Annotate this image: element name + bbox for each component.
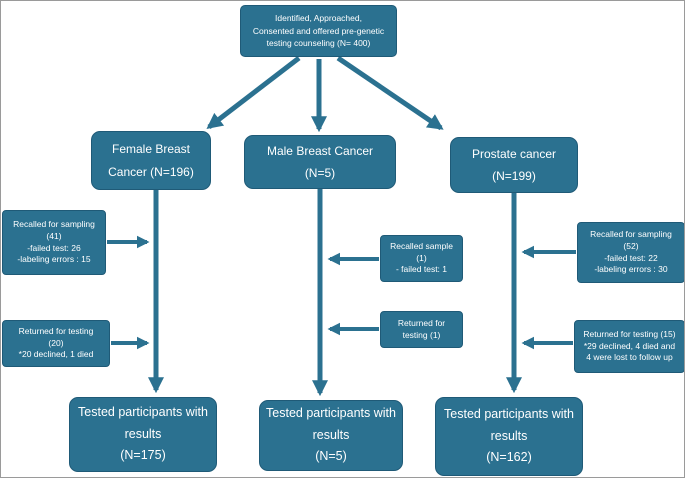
node-female-breast-cancer: Female Breast Cancer (N=196) bbox=[91, 131, 211, 190]
node-female-tested-participants: Tested participants with results (N=175) bbox=[69, 397, 217, 472]
node-male-recalled-sample: Recalled sample (1) - failed test: 1 bbox=[380, 235, 463, 282]
node-male-breast-cancer: Male Breast Cancer (N=5) bbox=[244, 135, 396, 189]
arrow-top-to-prostate bbox=[336, 55, 444, 131]
node-prostate-cancer: Prostate cancer (N=199) bbox=[450, 137, 578, 193]
arrow-top-to-female bbox=[206, 56, 301, 129]
node-male-tested-participants: Tested participants with results (N=5) bbox=[259, 400, 403, 471]
node-female-returned-for-testing: Returned for testing (20) *20 declined, … bbox=[2, 320, 110, 367]
node-female-recalled-for-sampling: Recalled for sampling (41) -failed test:… bbox=[2, 210, 106, 275]
node-prostate-returned-for-testing: Returned for testing (15) *29 declined, … bbox=[574, 320, 684, 373]
node-prostate-tested-participants: Tested participants with results (N=162) bbox=[435, 397, 583, 476]
node-male-returned-for-testing: Returned for testing (1) bbox=[380, 311, 463, 348]
node-prostate-recalled-for-sampling: Recalled for sampling (52) -failed test:… bbox=[577, 222, 684, 283]
node-identified-approached: Identified, Approached, Consented and of… bbox=[240, 5, 397, 57]
